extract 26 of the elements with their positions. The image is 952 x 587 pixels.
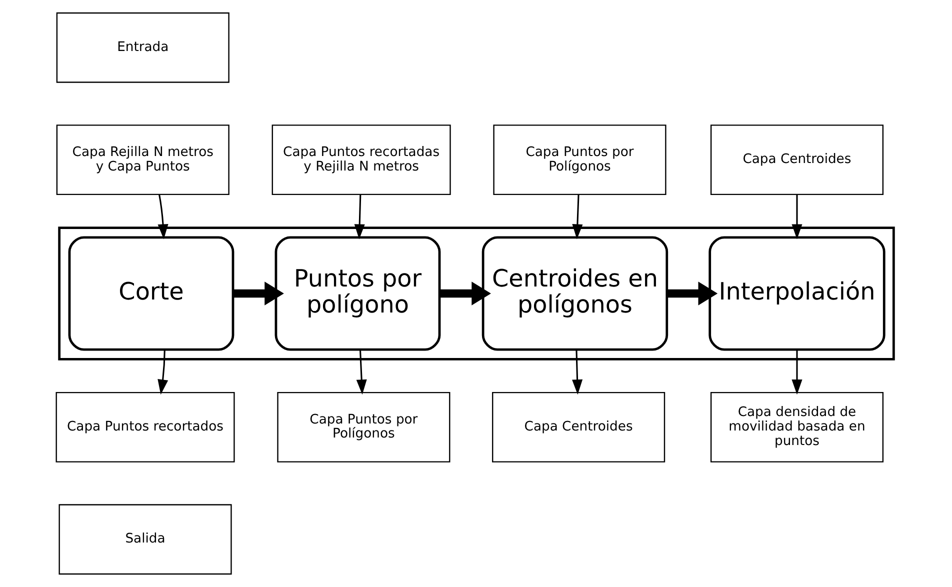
arrow xyxy=(666,282,718,306)
arrow xyxy=(157,350,168,395)
arrow xyxy=(572,194,582,240)
node-box: Interpolación xyxy=(708,236,885,351)
arrow xyxy=(232,282,284,306)
node-box: Salida xyxy=(58,504,232,575)
arrow xyxy=(572,350,582,395)
node-box: Capa Puntos por Polígonos xyxy=(492,124,666,196)
node-box: Capa Puntos recortados xyxy=(55,392,234,462)
node-box: Capa Centroides xyxy=(492,392,665,462)
node-box: Centroides en polígonos xyxy=(481,236,668,351)
arrow xyxy=(157,194,168,240)
arrow xyxy=(356,350,366,395)
arrow xyxy=(791,194,802,240)
node-box: Capa Centroides xyxy=(710,124,884,196)
node-box: Capa Puntos recortadas y Rejilla N metros xyxy=(271,124,450,196)
arrow xyxy=(354,194,364,240)
node-box: Capa Rejilla N metros y Capa Puntos xyxy=(56,124,229,196)
arrow xyxy=(791,350,802,395)
arrow xyxy=(439,282,490,306)
node-box: Puntos por polígono xyxy=(274,236,440,351)
node-box: Entrada xyxy=(56,12,229,83)
node-box: Corte xyxy=(68,236,234,351)
cluster xyxy=(58,226,894,360)
node-box: Capa densidad de movilidad basada en puntos xyxy=(710,392,884,462)
node-box: Capa Puntos por Polígonos xyxy=(276,392,450,462)
